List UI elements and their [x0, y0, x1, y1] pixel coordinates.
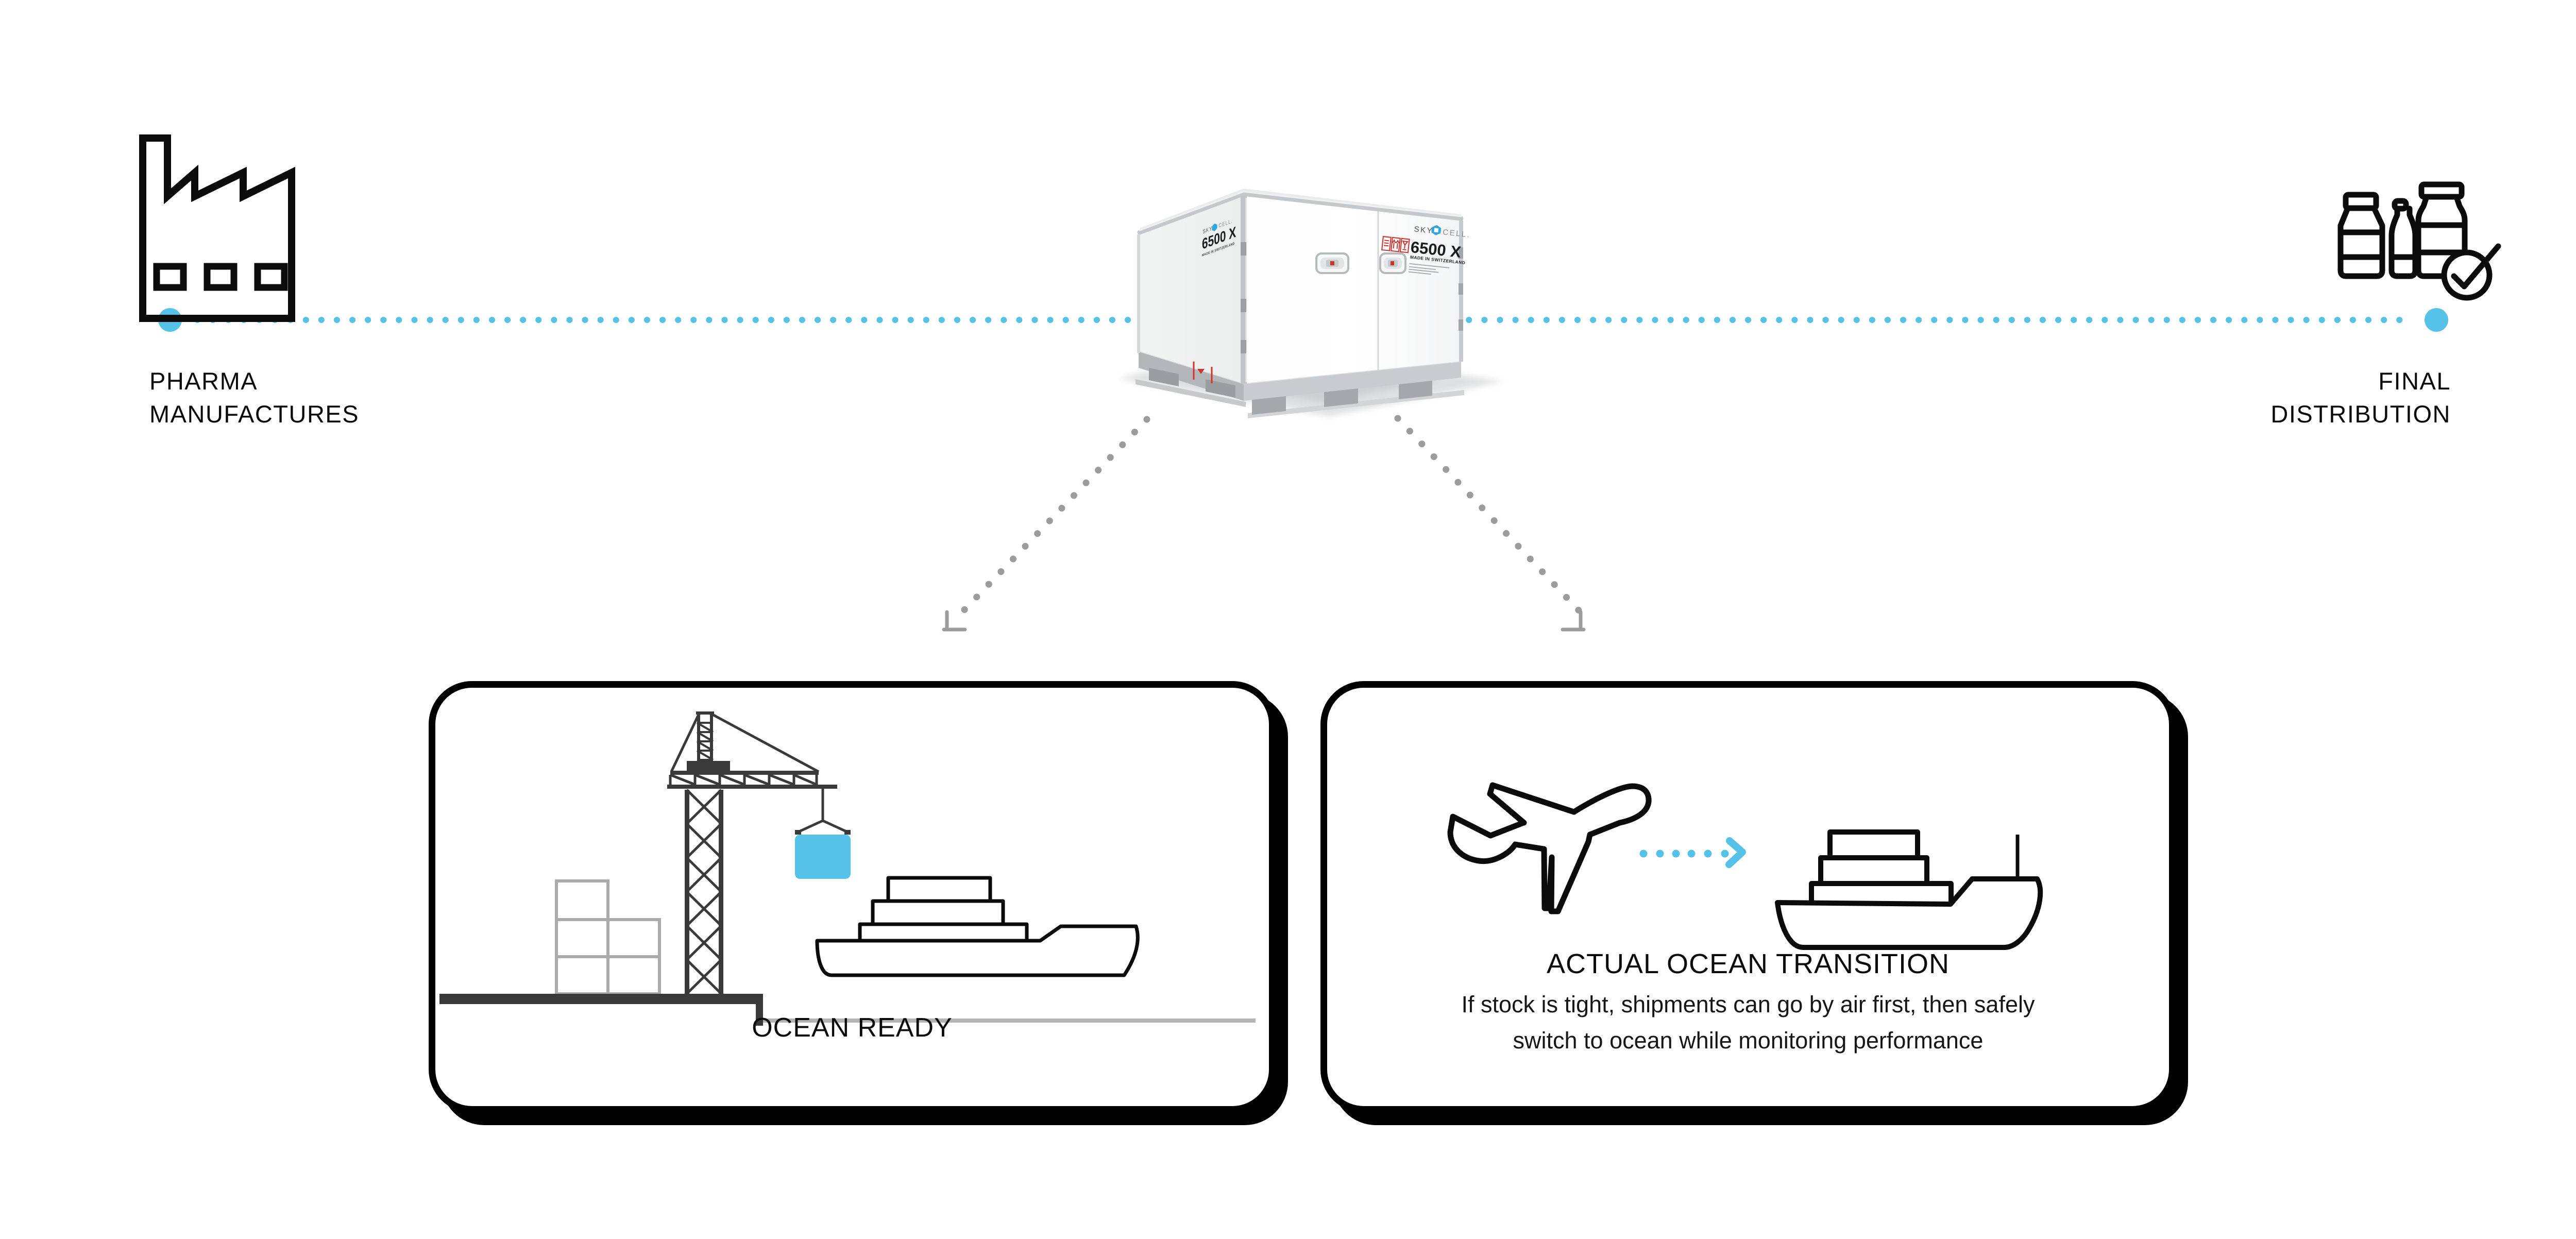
air-to-sea-arrow — [1639, 837, 1746, 868]
skycell-container-image: SKY CELL. 6500 X MADE IN SWITZERLAND SKY — [1118, 189, 1504, 418]
ocean-transition-card: ACTUAL OCEAN TRANSITION If stock is tigh… — [1320, 681, 2176, 1113]
brand-cell-text: CELL. — [1443, 228, 1471, 240]
connector-right-dots — [1394, 415, 1587, 619]
connector-right-corner-arrow — [1561, 610, 1586, 632]
pharma-manufactures-label: PHARMA MANUFACTURES — [149, 367, 360, 428]
cargo-ship-right — [1775, 829, 2043, 950]
air-to-ocean-illustration — [1447, 782, 2043, 950]
container-fine-print — [1408, 263, 1450, 275]
connector-left-corner-arrow — [942, 610, 967, 632]
airplane-icon — [1447, 782, 1652, 914]
container-red-marks — [1193, 362, 1213, 383]
container-front-face — [1243, 195, 1462, 384]
branch-connectors — [942, 415, 1587, 632]
ocean-transition-title: ACTUAL OCEAN TRANSITION — [1546, 948, 1950, 979]
final-distribution-label: FINAL DISTRIBUTION — [2270, 367, 2451, 428]
medicine-vials-check-icon — [2337, 181, 2501, 301]
dock — [439, 994, 763, 1026]
ocean-transition-description: If stock is tight, shipments can go by a… — [1461, 991, 2035, 1054]
container-latch-left — [1315, 252, 1349, 274]
ocean-ready-card: OCEAN READY — [429, 681, 1276, 1113]
port-crane-ship-illustration — [439, 711, 1256, 1026]
cargo-ship-left — [815, 876, 1140, 977]
connector-left-dots — [956, 416, 1150, 619]
journey-end-dot — [2425, 308, 2448, 332]
hanging-blue-container — [795, 835, 851, 879]
check-circle-icon — [2441, 243, 2501, 301]
handling-pictograms — [1381, 236, 1410, 253]
harbor-crane — [667, 711, 851, 995]
arrow-chevron-icon — [1725, 837, 1746, 868]
container-pallet — [1136, 351, 1464, 418]
brand-sky-text: SKY — [1414, 225, 1434, 235]
ocean-ready-title: OCEAN READY — [752, 1013, 953, 1043]
cargo-crates — [555, 879, 661, 995]
container-latch-right — [1379, 252, 1406, 274]
water-line — [763, 1019, 1256, 1023]
skycell-logo-front: SKY CELL. — [1414, 225, 1471, 240]
factory-icon — [139, 134, 295, 322]
